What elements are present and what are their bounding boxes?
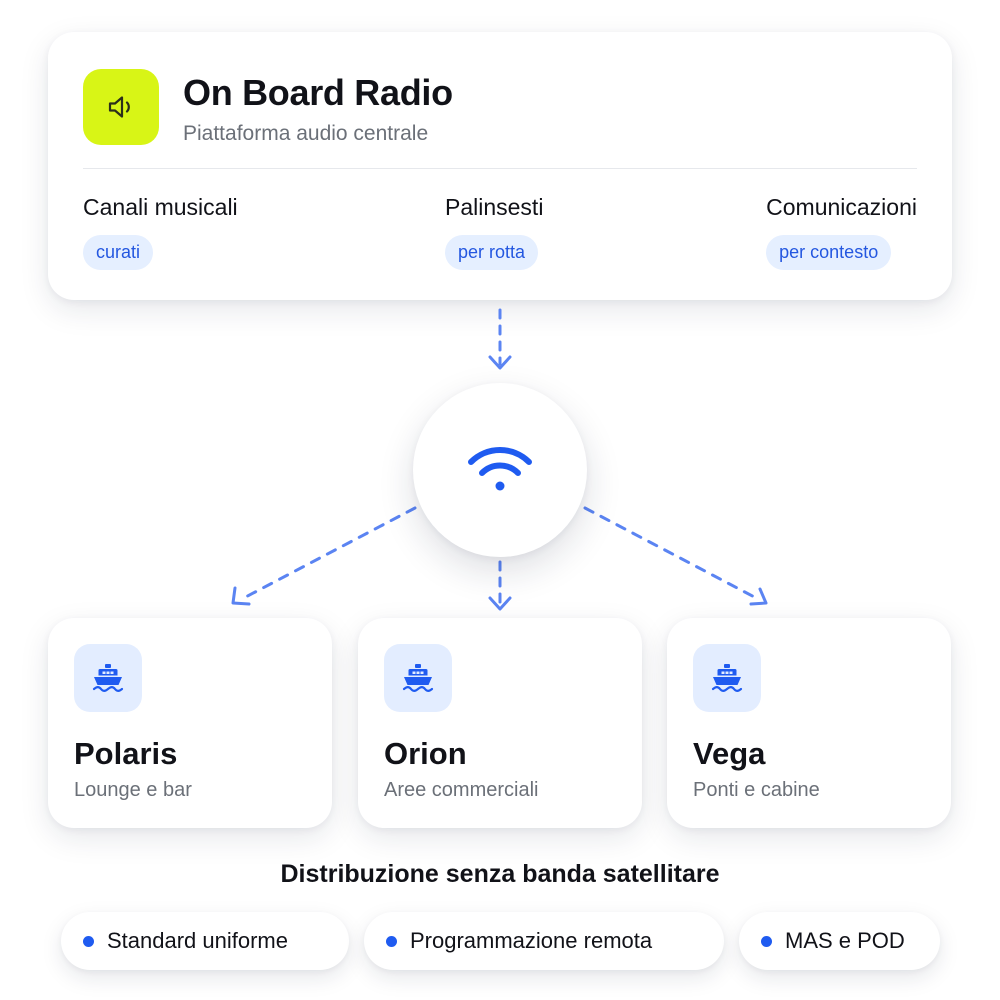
pill-remote-scheduling: Programmazione remota: [364, 912, 724, 970]
ship-area: Aree commerciali: [384, 779, 539, 801]
ship-area: Ponti e cabine: [693, 779, 820, 801]
divider: [83, 168, 917, 169]
ship-card-vega: Vega Ponti e cabine: [667, 618, 951, 828]
wifi-hub: [413, 383, 587, 557]
distribution-title: Distribuzione senza banda satellitare: [280, 860, 720, 888]
bullet-dot-icon: [761, 935, 772, 947]
ship-name: Polaris: [74, 736, 178, 771]
ship-area: Lounge e bar: [74, 779, 192, 801]
ship-name: Orion: [384, 736, 467, 771]
arrowhead-top: [488, 355, 512, 370]
platform-title: On Board Radio: [183, 72, 453, 113]
feature-music-channels: Canali musicali curati: [83, 194, 238, 270]
feature-label: Palinsesti: [445, 194, 544, 220]
speaker-icon: [83, 69, 159, 145]
platform-subtitle: Piattaforma audio centrale: [183, 122, 429, 145]
arrowhead-center: [488, 596, 512, 611]
ship-card-polaris: Polaris Lounge e bar: [48, 618, 332, 828]
ship-icon: [74, 644, 142, 712]
pill-mas-pod: MAS e POD: [739, 912, 940, 970]
connector-right: [583, 506, 762, 602]
feature-communications: Comunicazioni per contesto: [766, 194, 917, 270]
ship-card-orion: Orion Aree commerciali: [358, 618, 642, 828]
feature-badge: per rotta: [445, 235, 539, 270]
pill-label: Programmazione remota: [410, 928, 653, 953]
connector-left: [238, 506, 417, 602]
ship-name: Vega: [693, 736, 766, 771]
wifi-icon: [468, 447, 532, 491]
pill-label: Standard uniforme: [107, 928, 288, 953]
bullet-dot-icon: [83, 935, 94, 947]
feature-label: Canali musicali: [83, 194, 238, 220]
ship-icon: [384, 644, 452, 712]
bullet-dot-icon: [386, 935, 397, 947]
pill-standard: Standard uniforme: [61, 912, 349, 970]
feature-badge: per contesto: [766, 235, 892, 270]
feature-badge: curati: [83, 235, 154, 270]
pill-label: MAS e POD: [785, 928, 905, 953]
arrowhead-right: [749, 587, 768, 606]
feature-label: Comunicazioni: [766, 194, 917, 220]
feature-schedules: Palinsesti per rotta: [445, 194, 543, 270]
arrowhead-left: [231, 586, 251, 606]
ship-icon: [693, 644, 761, 712]
radio-platform-card: On Board Radio Piattaforma audio central…: [48, 32, 952, 300]
